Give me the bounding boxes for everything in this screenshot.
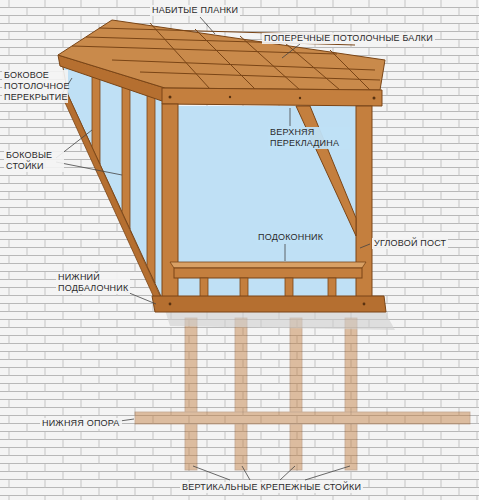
corner-post — [356, 106, 372, 310]
part-label: ПОДОКОННИК — [256, 232, 325, 243]
part-label: НАБИТЫЕ ПЛАНКИ — [150, 5, 240, 16]
part-label: ПОПЕРЕЧНЫЕ ПОТОЛОЧНЫЕ БАЛКИ — [262, 33, 435, 44]
part-label: БОКОВОЕ ПОТОЛОЧНОЕ ПЕРЕКРЫТИЕ — [2, 70, 68, 103]
bottom-plate — [152, 296, 386, 312]
leader-lines — [56, 17, 370, 480]
side-wall — [62, 62, 165, 305]
part-label: НИЖНИЙ ПОДБАЛОЧНИК — [56, 272, 130, 294]
part-label: БОКОВЫЕ СТОЙКИ — [4, 150, 64, 172]
window-sill — [174, 268, 362, 278]
corner-post — [162, 104, 178, 310]
part-label: НИЖНЯЯ ОПОРА — [40, 418, 122, 429]
roof-top — [58, 20, 385, 90]
part-label: ВЕРТИКАЛЬНЫЕ КРЕПЕЖНЫЕ СТОЙКИ — [180, 482, 363, 493]
cripple-studs — [200, 278, 336, 298]
window-glass — [178, 106, 356, 268]
top-header — [162, 88, 382, 106]
part-label: УГЛОВОЙ ПОСТ — [372, 238, 448, 249]
ghost-frame — [135, 318, 470, 470]
part-label: ВЕРХНЯЯ ПЕРЕКЛАДИНА — [268, 127, 350, 149]
brace — [296, 106, 356, 236]
